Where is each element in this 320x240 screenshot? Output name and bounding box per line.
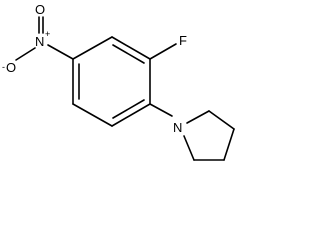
- ring-double-bond-inner-1: [112, 44, 145, 64]
- ring-bond-c1-c2: [111, 36, 151, 60]
- bond-c-n-nitro: [47, 44, 74, 60]
- ring-bond-c4-c5: [72, 103, 113, 127]
- atom-oxygen-double: O: [35, 2, 45, 17]
- benzene-ring: [72, 36, 151, 127]
- pyrrolidine-bond-cb-cc: [223, 128, 235, 161]
- charge-nitro-nitrogen: +: [45, 29, 50, 39]
- charge-oxygen-single: -: [2, 62, 5, 72]
- bond-c-n-pyrrolidine: [149, 103, 173, 117]
- bond-c-f: [149, 43, 177, 60]
- atom-nitrogen-pyrrolidine: N: [173, 120, 182, 135]
- ring-double-bond-inner-2: [112, 99, 145, 119]
- pyrrolidine-bond-n-ca: [186, 110, 210, 124]
- pyrrolidine-bond-ca-cb: [208, 110, 235, 130]
- structure-canvas: F N N + O O -: [2, 2, 235, 161]
- ring-bond-c3-c4: [111, 103, 151, 127]
- atom-oxygen-single: O: [6, 60, 16, 75]
- ring-bond-c6-c1: [72, 36, 113, 60]
- pyrrolidine-bond-cd-n: [183, 135, 195, 161]
- bond-n-o-single: [15, 47, 36, 61]
- atom-fluorine: F: [179, 33, 187, 48]
- pyrrolidine-ring: [183, 110, 235, 161]
- chemical-structure: F N N + O O -: [2, 2, 235, 161]
- atom-nitrogen-nitro: N: [35, 34, 44, 49]
